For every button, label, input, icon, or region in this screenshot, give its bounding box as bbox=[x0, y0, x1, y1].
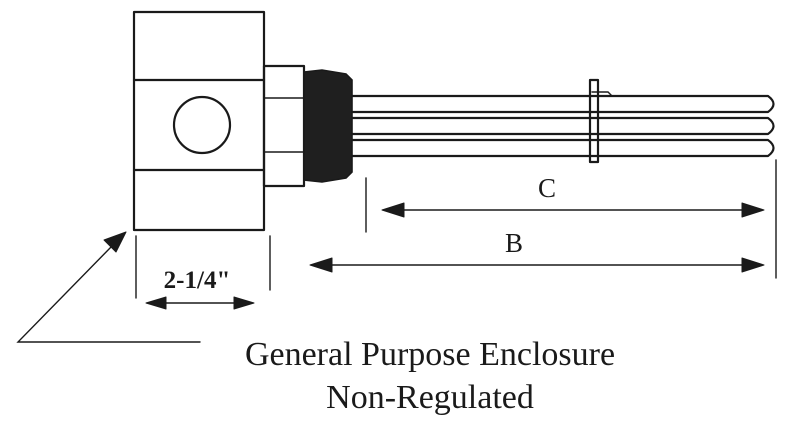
hex-fitting-outline bbox=[262, 64, 306, 188]
hex-fitting bbox=[262, 64, 306, 188]
heating-element-3 bbox=[350, 138, 775, 158]
dimension-b-label: B bbox=[505, 228, 523, 258]
dimension-width-arrow-left bbox=[145, 296, 167, 310]
support-bracket bbox=[588, 78, 600, 164]
conduit-knockout-circle bbox=[172, 95, 232, 155]
caption-line-1: General Purpose Enclosure bbox=[245, 336, 615, 373]
dimension-c-arrow-right bbox=[741, 202, 765, 218]
caption: General Purpose Enclosure Non-Regulated bbox=[245, 336, 615, 416]
heating-element-1 bbox=[350, 94, 775, 114]
dimension-b: B bbox=[309, 228, 765, 273]
enclosure-box bbox=[132, 10, 266, 232]
caption-line-2: Non-Regulated bbox=[326, 379, 534, 416]
dimension-enclosure-width: 2-1/4" bbox=[145, 267, 255, 310]
heating-elements bbox=[350, 78, 775, 164]
dimension-c: C bbox=[381, 173, 765, 218]
enclosure-outline bbox=[132, 10, 266, 232]
threaded-plug-body bbox=[303, 69, 353, 183]
enclosure-leader-arrowhead bbox=[103, 231, 127, 253]
enclosure-leader bbox=[16, 231, 201, 343]
dimension-width-arrow-right bbox=[233, 296, 255, 310]
heating-element-2 bbox=[350, 116, 775, 136]
extension-lines bbox=[135, 159, 777, 299]
enclosure-leader-line bbox=[16, 245, 201, 343]
dimension-c-arrow-left bbox=[381, 202, 405, 218]
dimension-b-arrow-left bbox=[309, 257, 333, 273]
dimension-c-label: C bbox=[538, 173, 556, 203]
dimension-b-arrow-right bbox=[741, 257, 765, 273]
threaded-plug bbox=[303, 69, 353, 183]
dimension-width-label: 2-1/4" bbox=[164, 267, 231, 294]
